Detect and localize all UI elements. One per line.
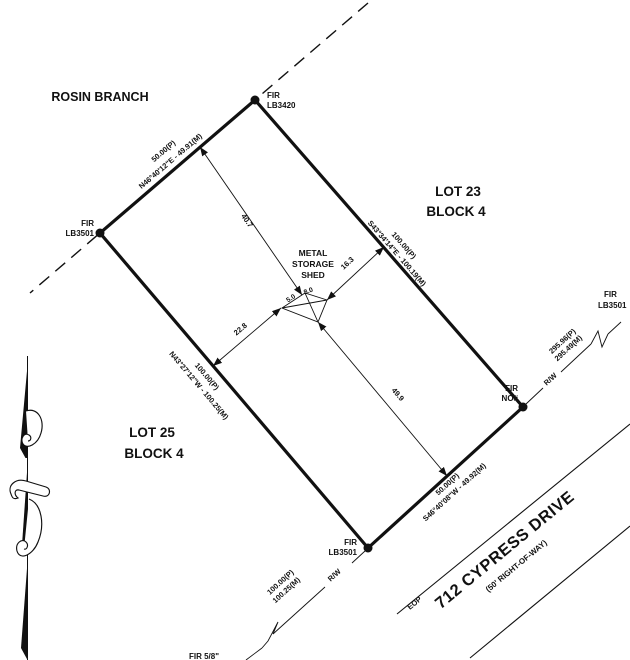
rw-bottom-seg3 bbox=[245, 647, 263, 660]
north-arrow bbox=[9, 356, 51, 660]
shed-label-line1: METAL bbox=[299, 248, 328, 258]
right-of-way-line-right bbox=[525, 321, 622, 405]
rw-tag-bottom: R/W bbox=[326, 566, 344, 583]
dim-line-shed-southwest bbox=[212, 307, 282, 367]
monument-north-line1: FIR bbox=[267, 91, 280, 100]
monument-far-east-line2: LB3501 bbox=[598, 301, 627, 310]
dim-shed-northwest: 40.7 bbox=[239, 212, 255, 229]
rw-bottom-break bbox=[261, 621, 279, 649]
boundary-ne-measured: S43°34'14"E - 100.19(M) bbox=[366, 219, 428, 289]
monument-west-line2: LB3501 bbox=[66, 229, 95, 238]
lot25-name: LOT 25 bbox=[129, 425, 175, 440]
north-arrow-scroll-upper bbox=[21, 409, 43, 447]
monument-north-line2: LB3420 bbox=[267, 101, 296, 110]
rosin-branch-label: ROSIN BRANCH bbox=[51, 90, 148, 104]
monument-south-line2: LB3501 bbox=[329, 548, 358, 557]
eop-label: EOP bbox=[405, 595, 423, 612]
metal-storage-shed-footprint bbox=[281, 292, 328, 323]
shed-label-line3: SHED bbox=[301, 270, 325, 280]
shed-side-short: 5.0 bbox=[285, 293, 297, 304]
edge-of-pavement-line bbox=[396, 423, 630, 615]
rw-right-seg1 bbox=[525, 387, 544, 405]
monument-dot-west bbox=[95, 228, 105, 238]
monument-dot-east bbox=[518, 402, 528, 412]
dim-shed-southeast: 49.9 bbox=[390, 386, 406, 403]
north-arrow-ribbon bbox=[9, 479, 51, 500]
shed-side-long: 8.0 bbox=[303, 287, 314, 297]
shed-diagonal-1 bbox=[281, 299, 328, 309]
street-far-line bbox=[469, 525, 630, 659]
monument-far-south-label: FIR 5/8" bbox=[189, 652, 219, 660]
shed-label-line2: STORAGE bbox=[292, 259, 334, 269]
rw-bottom-seg1 bbox=[351, 550, 366, 564]
north-arrow-needle-upper bbox=[20, 360, 28, 458]
lot23-block: BLOCK 4 bbox=[426, 204, 486, 219]
monument-dot-north bbox=[250, 95, 260, 105]
monument-east-line2: NO# bbox=[502, 394, 519, 403]
street-name: 712 CYPRESS DRIVE bbox=[432, 488, 578, 613]
north-arrow-scroll-lower bbox=[16, 498, 43, 557]
right-of-way-line-bottom bbox=[245, 550, 366, 660]
lot25-block: BLOCK 4 bbox=[124, 446, 184, 461]
dim-line-shed-southeast bbox=[317, 321, 448, 477]
rw-tag-right: R/W bbox=[542, 370, 560, 387]
monument-far-east-line1: FIR bbox=[604, 290, 617, 299]
dim-line-shed-northeast bbox=[326, 246, 385, 301]
monument-south-line1: FIR bbox=[344, 538, 357, 547]
monument-west-line1: FIR bbox=[81, 219, 94, 228]
dim-shed-southwest: 22.8 bbox=[232, 321, 249, 337]
rw-right-seg3 bbox=[607, 321, 622, 335]
dim-shed-northeast: 16.3 bbox=[339, 255, 356, 272]
rw-right-seg2 bbox=[560, 343, 592, 373]
shed-diagonal-2 bbox=[304, 292, 319, 323]
rw-bottom-seg2 bbox=[272, 586, 326, 635]
rw-right-break bbox=[590, 329, 609, 349]
monument-east-line1: FIR bbox=[505, 384, 518, 393]
dim-line-shed-northwest bbox=[199, 146, 303, 296]
lot23-name: LOT 23 bbox=[435, 184, 481, 199]
monument-dot-south bbox=[363, 543, 373, 553]
north-arrow-needle-tail bbox=[21, 562, 28, 660]
